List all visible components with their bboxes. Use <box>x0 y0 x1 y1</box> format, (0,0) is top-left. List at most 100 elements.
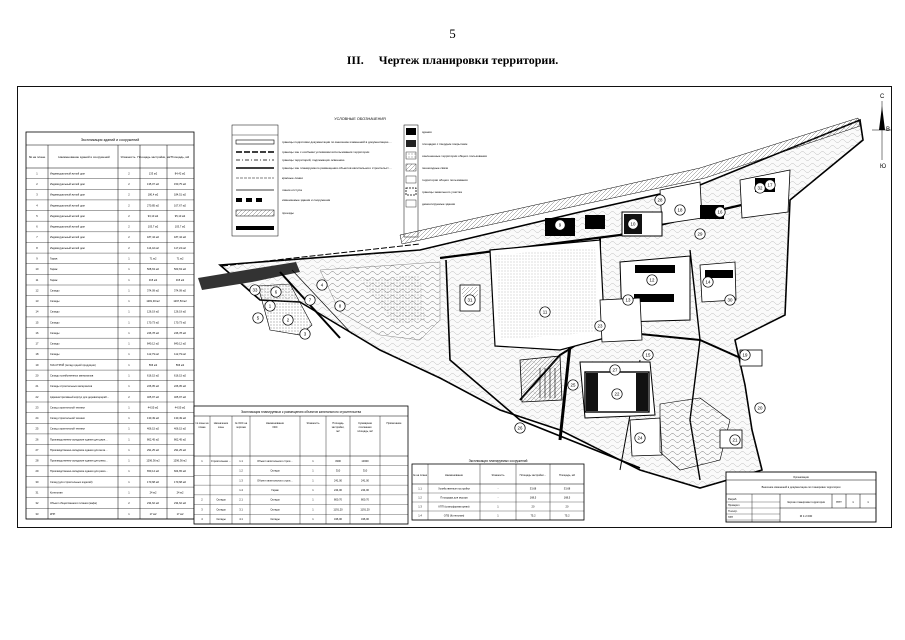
buildings-cell: 2 <box>36 182 38 186</box>
plan-label-circle <box>539 306 551 318</box>
buildings-cell: КПП <box>50 512 55 516</box>
tb-stage: ППТ <box>836 500 842 504</box>
buildings-cell: 406,15 м2 <box>174 427 186 431</box>
buildings-cell: 7 <box>36 235 38 239</box>
buildings-cell: 2 <box>128 214 130 218</box>
buildings-cell: 1 <box>128 331 130 335</box>
plan-label-circle <box>249 284 261 296</box>
buildings-cell: Административный корпус для деревоперера… <box>50 395 110 399</box>
buildings-cell: 8 <box>36 246 38 250</box>
buildings-cell: 1 <box>128 427 130 431</box>
zones-cell: 1.1 <box>418 487 422 491</box>
placement-header: застройки, <box>332 425 345 429</box>
buildings-cell: Склады хозяйственных материалов <box>50 374 94 378</box>
plan-label-circle <box>282 314 294 326</box>
buildings-cell: 1 <box>128 512 130 516</box>
plan-label: 33 <box>253 288 258 293</box>
plan-label-circle <box>567 379 579 391</box>
page-heading: III. Чертеж планировки территории. <box>0 53 905 68</box>
buildings-cell: Склады <box>50 320 60 324</box>
buildings-cell: 2 <box>128 395 130 399</box>
placement-cell: 800,70 <box>334 498 342 502</box>
buildings-cell: Склады строительных материалов <box>50 384 93 388</box>
placement-cell: 1 <box>312 459 314 463</box>
placement-header: Назначение <box>214 421 229 425</box>
buildings-cell: 246,78 м2 <box>147 331 159 335</box>
access-road <box>198 262 300 290</box>
buildings-cell: 405,97 м2 <box>174 395 186 399</box>
placement-cell: 1 <box>312 478 314 482</box>
buildings-cell: 14 <box>36 310 39 314</box>
buildings-cell: 114,42 м2 <box>147 246 159 250</box>
heading-text: Чертеж планировки территории. <box>378 53 559 67</box>
plan-label: 13 <box>626 298 631 303</box>
plan-label-circle <box>316 279 328 291</box>
placement-header: Этажность <box>307 421 321 425</box>
col-header-name: Наименование зданий и сооружений <box>58 155 110 159</box>
buildings-cell: 24 м2 <box>177 491 184 495</box>
zones-cell: 1.4 <box>418 514 422 518</box>
plan-label: 31 <box>468 298 473 303</box>
plan-label: 14 <box>706 280 711 285</box>
plan-label: 5 <box>257 316 260 321</box>
buildings-cell: 23 <box>36 405 39 409</box>
buildings-cell: Склад (для строительных изделий) <box>50 480 93 484</box>
buildings-cell: 563,63 м2 <box>174 267 186 271</box>
buildings-cell: 31 <box>36 491 39 495</box>
zones-header: № на плане <box>413 474 428 477</box>
buildings-table-title: Экспликация зданий и сооружений <box>81 138 139 142</box>
zones-header: Площадь, м2 <box>559 473 576 477</box>
zones-cell: 33,68 <box>530 487 537 491</box>
buildings-cell: Индивидуальный жилой дом <box>50 235 85 239</box>
buildings-cell: Склады <box>50 331 60 335</box>
placement-cell: 436,00 <box>334 517 342 521</box>
buildings-cell: Производственно-складские здания для рем… <box>50 459 108 463</box>
tb-role: ГИП <box>728 516 733 519</box>
plan-label-circle <box>674 204 686 216</box>
plan-label: 19 <box>743 353 748 358</box>
legend-left-item: границы подготовки документации по внесе… <box>282 140 392 144</box>
buildings-cell: 406,15 м2 <box>147 427 159 431</box>
plan-label-circle <box>334 300 346 312</box>
zones-header: Этажность <box>492 473 506 477</box>
buildings-cell: 20 <box>36 374 39 378</box>
plan-label: 12 <box>650 278 655 283</box>
buildings-cell: Склады <box>50 299 60 303</box>
buildings-cell: 234,62 м2 <box>174 501 186 505</box>
buildings-cell: 126,19 м2 <box>147 310 159 314</box>
buildings-cell: 19 <box>36 363 39 367</box>
placement-cell: 1 <box>312 507 314 511</box>
placement-cell: 1.3 <box>239 478 243 482</box>
placement-header: чертеже <box>236 426 246 429</box>
buildings-cell: 150,75 м2 <box>174 182 186 186</box>
buildings-cell: Склады <box>50 288 60 292</box>
buildings-cell: 374,09 м2 <box>174 288 186 292</box>
buildings-cell: Индивидуальный жилой дом <box>50 214 85 218</box>
buildings-cell: 374,09 м2 <box>147 288 159 292</box>
buildings-cell: 21 <box>36 384 39 388</box>
buildings-cell: 13 <box>36 299 39 303</box>
placement-cell: 3.1 <box>239 507 243 511</box>
placement-cell: 1191,20 <box>360 507 370 511</box>
plan-label: 9 <box>559 223 562 228</box>
buildings-cell: 112,79 м2 <box>147 352 159 356</box>
buildings-cell: Гараж <box>50 278 58 282</box>
placement-cell: Объект капитального строи… <box>257 459 293 463</box>
buildings-cell: 2 <box>128 235 130 239</box>
tb-role: Разраб. <box>728 498 737 501</box>
buildings-cell: 130,49 м2 <box>174 416 186 420</box>
buildings-cell: 566 м2 <box>149 363 158 367</box>
plan-label: 3 <box>304 332 307 337</box>
zones-header: Площадь застройки… <box>520 473 547 477</box>
buildings-cell: 2 <box>128 182 130 186</box>
buildings-cell: 112,79 м2 <box>174 352 186 356</box>
buildings-cell: 27 <box>36 448 39 452</box>
plan-label-circle <box>694 228 706 240</box>
placement-cell: 4 <box>201 517 203 521</box>
buildings-cell: 103,7 м2 <box>175 225 186 229</box>
buildings-cell: 107,67 м2 <box>174 203 186 207</box>
zones-cell: 33,68 <box>564 487 571 491</box>
tb-sheet: 1 <box>852 500 854 504</box>
buildings-cell: 180,4 м2 <box>148 193 159 197</box>
